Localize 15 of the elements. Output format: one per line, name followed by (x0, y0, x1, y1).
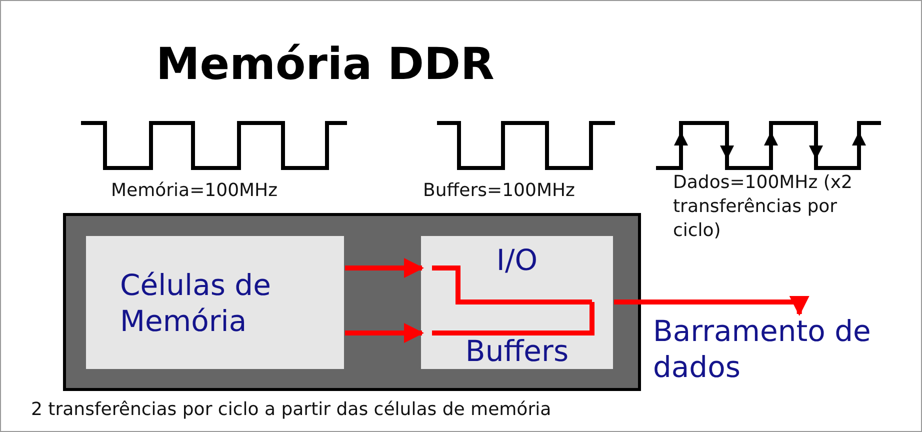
node-text: Barramento de dados (652, 313, 872, 385)
waveform-caption: Memória=100MHz (111, 179, 279, 203)
arrow (614, 296, 810, 316)
memory-module-box (63, 213, 641, 391)
memory-cells-box (86, 236, 344, 369)
io-buffer-box (421, 236, 613, 369)
arrow (345, 258, 424, 278)
node-text: I/O (495, 242, 539, 278)
waveform-caption: Buffers=100MHz (423, 179, 576, 203)
note-text: 2 transferências por ciclo a partir das células de memória (31, 398, 552, 422)
node-text: Células de Memória (119, 266, 272, 338)
title: Memória DDR (156, 39, 494, 90)
node-text: Buffers (464, 333, 570, 369)
arrow (345, 323, 424, 344)
waveform-caption: Dados=100MHz (x2 transferências por ciclo) (673, 171, 854, 243)
